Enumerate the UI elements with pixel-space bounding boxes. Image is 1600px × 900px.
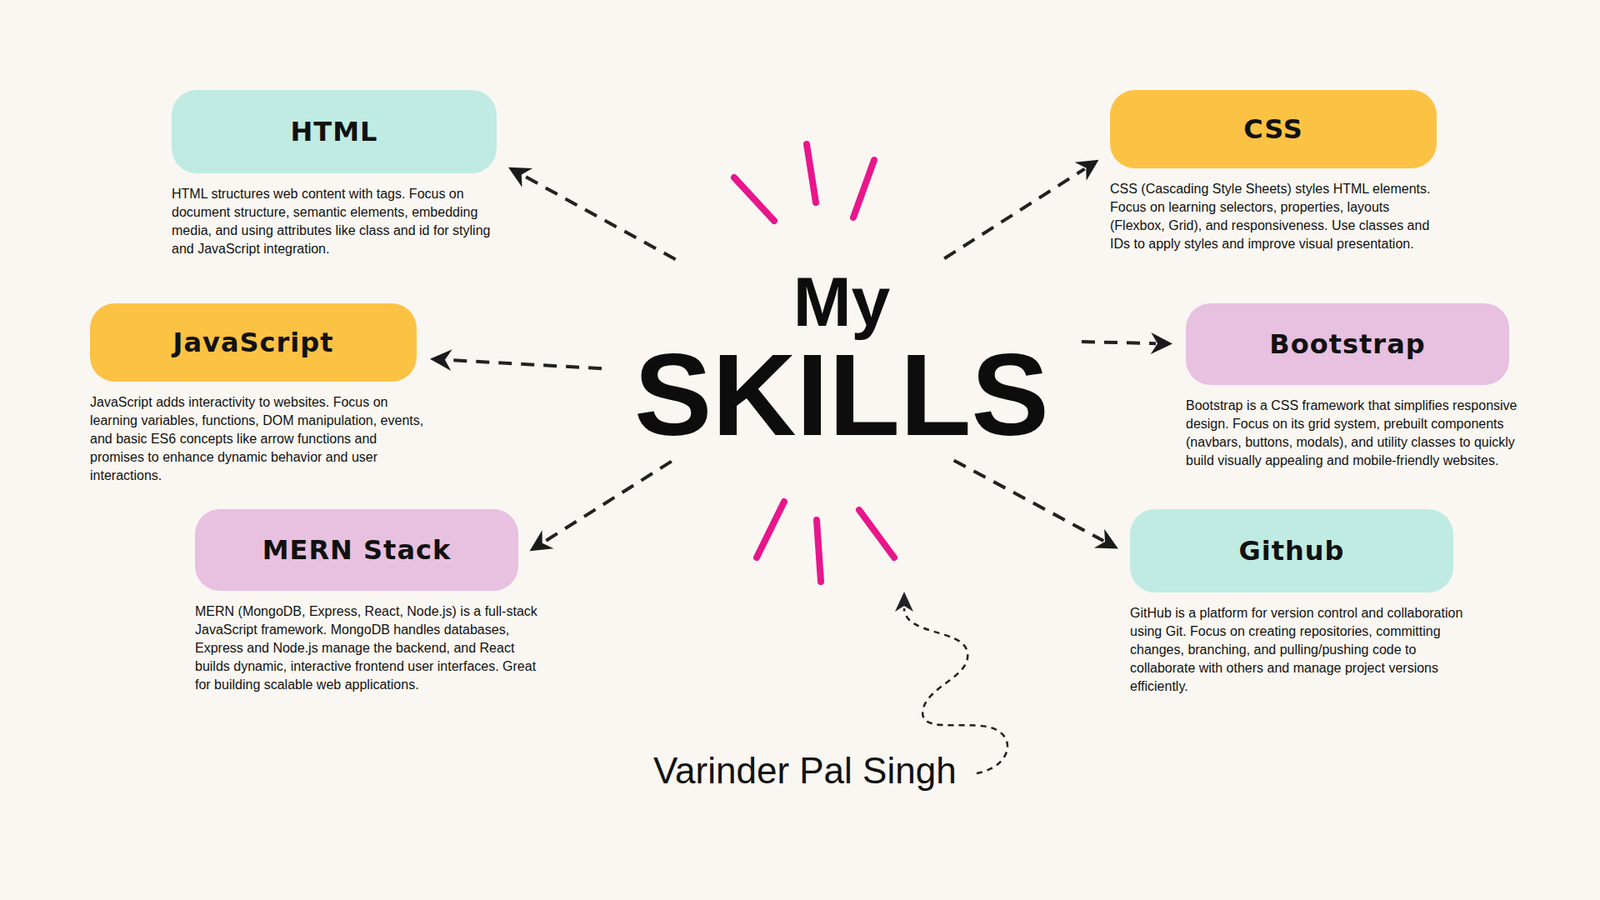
burst-stroke [806, 144, 816, 203]
skill-description: Bootstrap is a CSS framework that simpli… [1185, 396, 1531, 470]
title-big-word: SKILLS [616, 336, 1067, 454]
arrowhead [1150, 332, 1173, 355]
skill-node: JavaScriptJavaScript adds interactivity … [90, 303, 432, 485]
squiggle-arrowhead [895, 591, 914, 612]
skill-heading: MERN Stack [262, 534, 451, 566]
skill-node: CSS CSS (Cascading Style Sheets) styles H… [1110, 90, 1444, 254]
burst-stroke [853, 160, 875, 218]
skill-description: MERN (MongoDB, Express, React, Node.js) … [195, 602, 539, 695]
dashed-line [543, 461, 671, 543]
skill-node: MERN StackMERN (MongoDB, Express, React,… [195, 509, 539, 695]
skill-description: HTML structures web content with tags. F… [171, 185, 505, 259]
skill-heading: Bootstrap [1269, 328, 1425, 360]
dashed-line [523, 175, 676, 260]
arrowhead [508, 167, 533, 188]
author-name: Varinder Pal Singh [653, 750, 957, 792]
dashed-arrow [430, 349, 602, 371]
burst-stroke [816, 520, 821, 582]
squiggle-pointer [904, 608, 1008, 774]
center-title-node: MySKILLS [616, 266, 1067, 454]
dashed-arrow [944, 160, 1099, 259]
dashed-line [954, 460, 1105, 541]
dashed-arrow [954, 460, 1119, 550]
skill-node: HTML HTML structures web content with tag… [171, 90, 505, 259]
dashed-line [446, 360, 602, 369]
skill-description: GitHub is a platform for version control… [1130, 604, 1474, 696]
title-small-word: My [616, 266, 1067, 337]
skill-heading: JavaScript [173, 326, 335, 359]
skill-node: BootstrapBootstrap is a CSS framework th… [1185, 303, 1531, 470]
dashed-arrow [1081, 332, 1173, 355]
dashed-arrow [530, 461, 672, 552]
dashed-arrow [508, 167, 676, 260]
burst-stroke [734, 177, 775, 221]
skill-pill: HTML [171, 90, 497, 174]
burst-stroke [859, 510, 895, 558]
skill-node: GithubGitHub is a platform for version c… [1130, 509, 1474, 696]
arrowhead [530, 530, 555, 551]
arrowhead [1075, 160, 1100, 181]
skill-pill: CSS [1110, 90, 1437, 169]
skill-description: JavaScript adds interactivity to website… [90, 393, 432, 485]
skill-description: CSS (Cascading Style Sheets) styles HTML… [1110, 180, 1444, 254]
arrowhead [1094, 529, 1119, 550]
dashed-line [944, 169, 1085, 260]
dashed-line [1081, 341, 1156, 344]
skill-pill: Bootstrap [1185, 303, 1510, 385]
skill-heading: Github [1239, 535, 1345, 567]
arrowhead [430, 349, 453, 371]
skill-pill: Github [1130, 509, 1454, 593]
skill-heading: CSS [1243, 113, 1304, 145]
burst-stroke [756, 501, 785, 558]
skill-pill: MERN Stack [195, 509, 519, 591]
skill-pill: JavaScript [90, 303, 417, 382]
skill-heading: HTML [290, 115, 379, 148]
